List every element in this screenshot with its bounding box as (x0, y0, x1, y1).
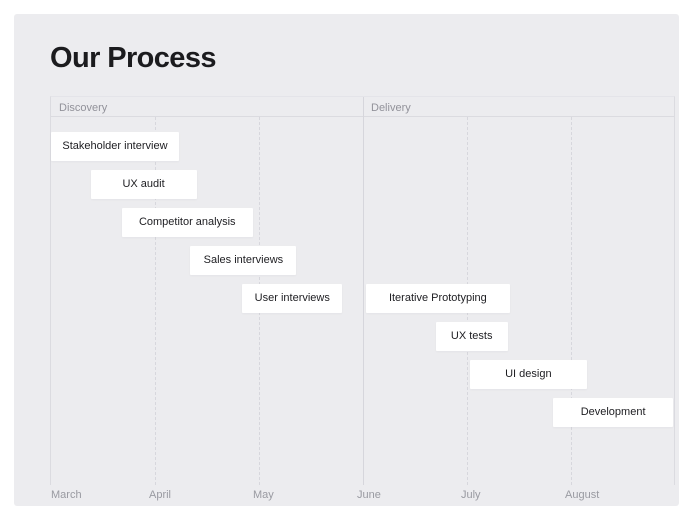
task-bar-ux-tests: UX tests (435, 322, 508, 351)
task-bar-development: Development (553, 398, 673, 427)
month-label: March (51, 489, 82, 501)
month-label: April (149, 489, 172, 501)
section-divider (363, 97, 364, 485)
month-label: July (461, 489, 481, 501)
month-label: August (565, 489, 600, 501)
task-bar-stakeholder-interview: Stakeholder interview (51, 132, 179, 161)
task-bar-label: UI design (505, 368, 552, 380)
section-label-discovery: Discovery (59, 102, 108, 114)
gantt-header (51, 97, 674, 117)
task-bar-label: Competitor analysis (138, 216, 236, 228)
task-bar-sales-interviews: Sales interviews (190, 246, 297, 275)
task-bar-label: UX audit (122, 178, 165, 190)
task-bar-label: Development (580, 406, 646, 418)
task-bar-ui-design: UI design (470, 360, 587, 389)
task-bar-iterative-prototyping: Iterative Prototyping (366, 284, 510, 313)
task-bar-label: UX tests (450, 330, 493, 342)
month-gridline (155, 117, 156, 485)
task-bar-user-interviews: User interviews (242, 284, 343, 313)
month-label: May (253, 489, 274, 501)
month-gridline (571, 117, 572, 485)
task-bar-competitor-analysis: Competitor analysis (121, 208, 253, 237)
task-bar-label: Stakeholder interview (62, 140, 168, 152)
task-bar-label: Sales interviews (203, 254, 284, 266)
task-bar-ux-audit: UX audit (90, 170, 197, 199)
gantt-chart: March April May June July August Discovery Deli… (50, 96, 675, 501)
task-bar-label: Iterative Prototyping (388, 292, 487, 304)
page-title: Our Process (50, 42, 216, 74)
month-label: June (357, 489, 381, 501)
section-label-delivery: Delivery (371, 102, 411, 114)
task-bar-label: User interviews (254, 292, 330, 304)
process-card: Our Process March April May June July August D… (14, 14, 679, 506)
